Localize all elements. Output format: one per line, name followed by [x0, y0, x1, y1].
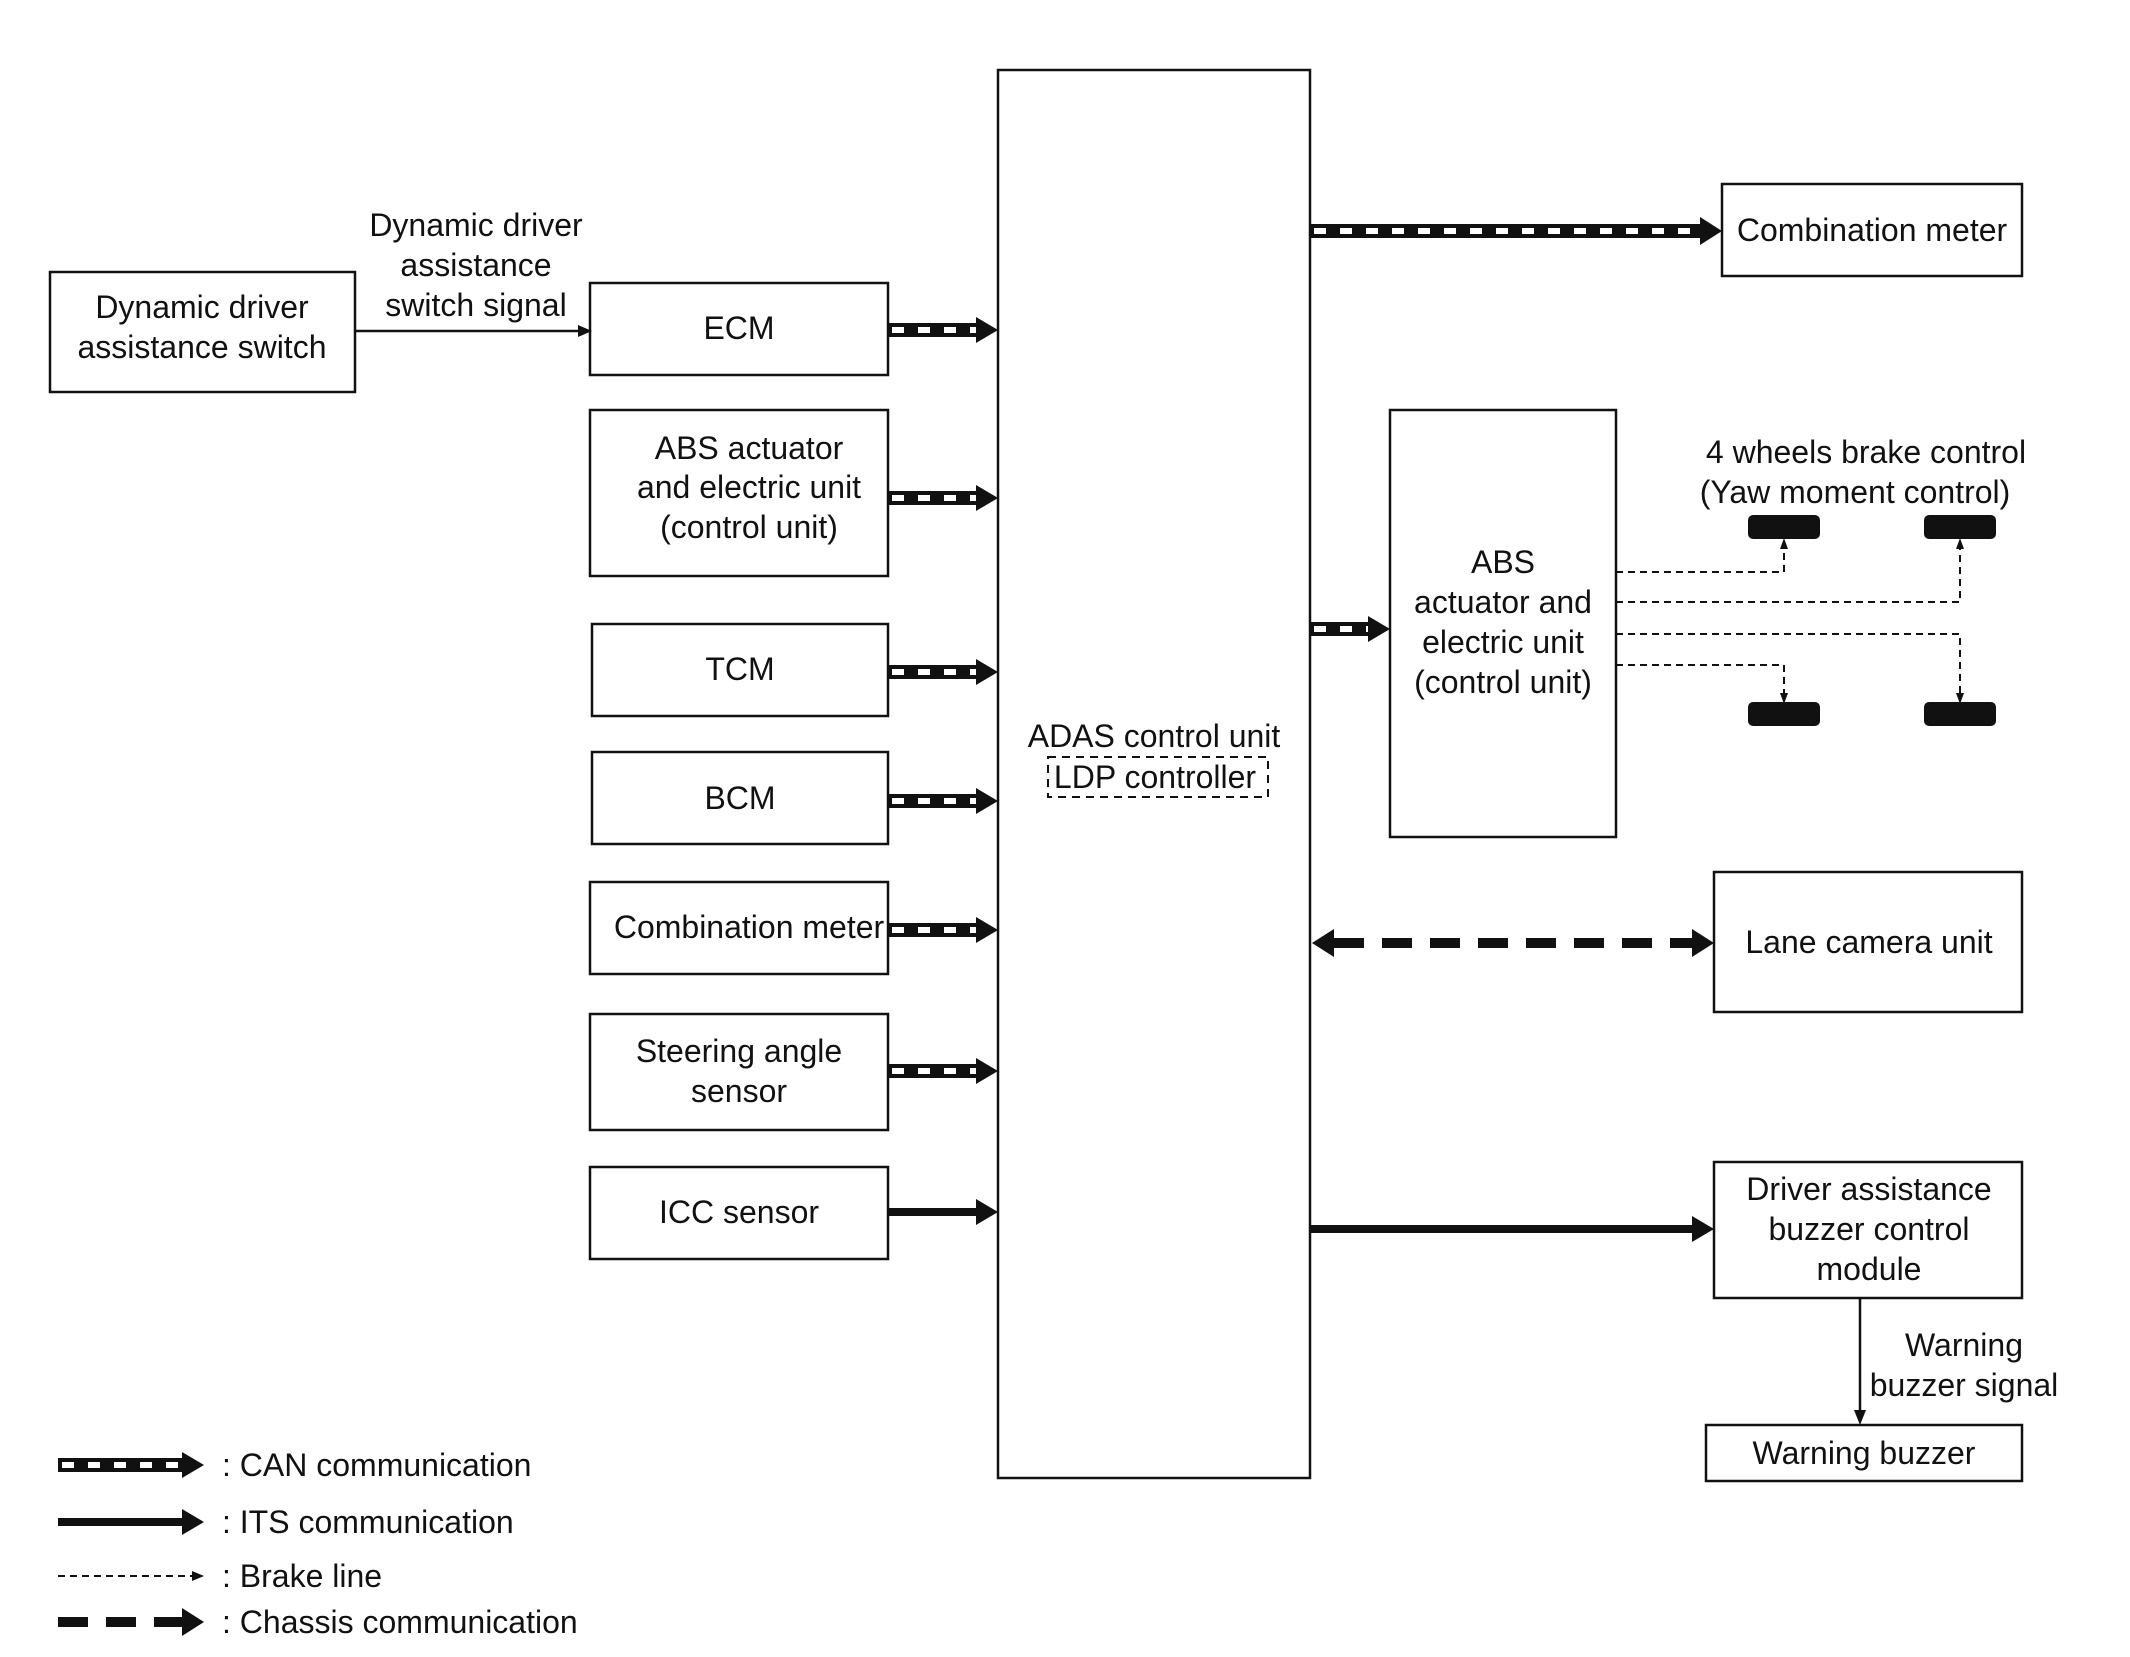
legend: : CAN communication : ITS communication … [58, 1447, 578, 1640]
front-right-wheel-icon [1924, 515, 1996, 539]
abs-right-line-2: actuator and [1414, 584, 1592, 620]
legend-brake: : Brake line [58, 1558, 382, 1594]
legend-its-label: : ITS communication [222, 1504, 514, 1540]
lane-camera-chassis-arrow [1312, 929, 1714, 957]
adas-title: ADAS control unit [1028, 718, 1281, 754]
switch-signal-line-3: switch signal [385, 287, 566, 323]
warning-buzzer-label: Warning buzzer [1753, 1435, 1976, 1471]
buzzer-module-line-2: buzzer control [1769, 1211, 1970, 1247]
buzzer-module-line-1: Driver assistance [1746, 1171, 1991, 1207]
legend-brake-label: : Brake line [222, 1558, 382, 1594]
buzzer-control-module-box: Driver assistance buzzer control module [1712, 1160, 2024, 1300]
buzzer-module-line-3: module [1817, 1251, 1922, 1287]
front-left-wheel-icon [1748, 515, 1820, 539]
legend-its: : ITS communication [58, 1504, 514, 1540]
combo-right-can-arrow [1310, 217, 1722, 245]
wheels [1748, 515, 1996, 726]
abs-actuator-right-box: ABS actuator and electric unit (control … [1388, 408, 1618, 839]
tcm-can-arrow [888, 659, 998, 685]
ecm-label: ECM [703, 310, 774, 346]
buzzer-signal-line-2: buzzer signal [1870, 1367, 2059, 1403]
brake-lines [1616, 538, 1964, 704]
brake-control-line-1: 4 wheels brake control [1706, 434, 2026, 470]
switch-signal-label: Dynamic driver assistance switch signal [369, 207, 583, 323]
warning-buzzer-signal-arrow [1854, 1298, 1866, 1425]
steering-can-arrow [888, 1058, 998, 1084]
brake-control-line-2: (Yaw moment control) [1700, 474, 2011, 510]
abs-right-line-4: (control unit) [1414, 664, 1592, 700]
combination-meter-right-box: Combination meter [1720, 182, 2024, 278]
legend-chassis: : Chassis communication [58, 1604, 578, 1640]
steering-line-2: sensor [691, 1073, 787, 1109]
abs-left-line-1: ABS actuator [655, 430, 844, 466]
icc-label: ICC sensor [659, 1194, 819, 1230]
switch-line-2: assistance switch [78, 329, 327, 365]
abs-left-can-arrow [888, 485, 998, 511]
switch-signal-line-2: assistance [400, 247, 551, 283]
combo-left-label: Combination meter [614, 909, 885, 945]
warning-buzzer-box: Warning buzzer [1704, 1423, 2024, 1483]
abs-left-line-3: (control unit) [660, 509, 838, 545]
legend-chassis-label: : Chassis communication [222, 1604, 578, 1640]
brake-control-label: 4 wheels brake control (Yaw moment contr… [1700, 434, 2026, 510]
ldp-controller-frame [1047, 756, 1269, 798]
combo-left-can-arrow [888, 917, 998, 943]
switch-signal-arrow [355, 325, 592, 337]
steering-line-1: Steering angle [636, 1033, 842, 1069]
bcm-label: BCM [704, 780, 775, 816]
dynamic-driver-assistance-switch-box: Dynamic driver assistance switch [48, 270, 357, 394]
legend-can: : CAN communication [58, 1447, 531, 1483]
brake-line-rear-right [1616, 633, 1961, 694]
lane-camera-unit-box: Lane camera unit [1712, 870, 2024, 1014]
combo-right-label: Combination meter [1737, 212, 2008, 248]
legend-can-label: : CAN communication [222, 1447, 531, 1483]
brake-line-front-left [1616, 548, 1785, 573]
brake-line-front-right [1616, 548, 1961, 603]
rear-right-wheel-icon [1924, 702, 1996, 726]
switch-line-1: Dynamic driver [95, 289, 309, 325]
adas-control-unit-box: ADAS control unit LDP controller [996, 68, 1312, 1480]
ecm-box: ECM [588, 281, 890, 377]
bcm-box: BCM [590, 750, 890, 846]
brake-line-rear-left [1616, 664, 1785, 694]
abs-right-line-1: ABS [1471, 544, 1535, 580]
icc-its-arrow [888, 1199, 998, 1225]
buzzer-signal-line-1: Warning [1905, 1327, 2023, 1363]
ldp-controller-label: LDP controller [1054, 759, 1257, 795]
tcm-box: TCM [590, 622, 890, 718]
combination-meter-left-box: Combination meter [588, 880, 890, 976]
buzzer-module-its-arrow [1310, 1216, 1714, 1242]
icc-sensor-box: ICC sensor [588, 1165, 890, 1261]
ecm-can-arrow [888, 317, 998, 343]
abs-left-line-2: and electric unit [637, 469, 861, 505]
lane-camera-label: Lane camera unit [1745, 924, 1992, 960]
buzzer-signal-label: Warning buzzer signal [1870, 1327, 2059, 1403]
abs-actuator-left-box: ABS actuator and electric unit (control … [588, 408, 890, 578]
tcm-label: TCM [705, 651, 774, 687]
switch-signal-line-1: Dynamic driver [369, 207, 583, 243]
steering-angle-sensor-box: Steering angle sensor [588, 1012, 890, 1132]
rear-left-wheel-icon [1748, 702, 1820, 726]
abs-right-can-arrow [1310, 616, 1390, 642]
abs-right-line-3: electric unit [1422, 624, 1584, 660]
bcm-can-arrow [888, 788, 998, 814]
